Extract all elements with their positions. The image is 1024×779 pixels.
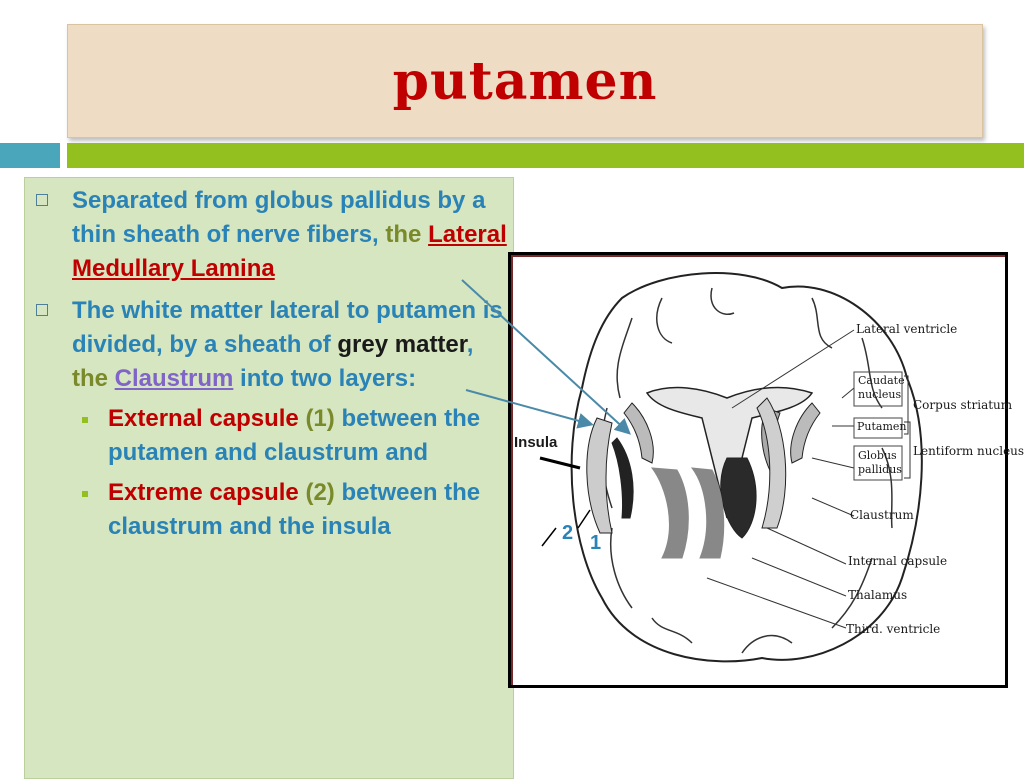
label-globus-pallidus: Globus pallidus [858,449,902,476]
caudate-label-box [853,371,903,407]
extreme-capsule-number: (2) [305,479,335,506]
sub-bullet-icon [82,491,88,497]
label-claustrum: Claustrum [850,508,914,522]
bullet-the: the [72,365,115,392]
right-globus-pallidus [720,457,757,539]
bullet-the: the [385,221,429,248]
label-internal-capsule: Internal capsule [848,554,948,568]
brain-diagram: Lateral ventricle Caudate nucleus Corpus… [512,258,1024,684]
putamen-label-box [853,417,903,439]
sub-bullet-text: between the claustrum and the insula [108,479,481,540]
insula-label: Insula [514,434,558,451]
right-putamen [756,397,787,529]
arrow-to-lamina [461,279,631,435]
brain-outline [570,272,923,663]
label-thalamus: Thalamus [848,588,908,602]
bullet-item: The white matter lateral to putamen is d… [30,294,510,544]
accent-bar-green [67,143,1024,168]
lentiform-bracket [904,421,911,479]
label-lateral-ventricle: Lateral ventricle [856,322,958,336]
sub-bullet-text: between the putamen and claustrum and [108,405,481,466]
capsule-number-1: 1 [590,532,602,554]
label-third-ventricle: Third. ventricle [846,622,941,636]
corpus-striatum-bracket [904,375,909,435]
content-panel [24,177,514,779]
bullet-list: Separated from globus pallidus by a thin… [30,184,510,552]
capsule-number-2: 2 [562,522,574,544]
sub-bullet-icon [82,417,88,423]
brain-section-drawing [539,272,923,663]
lateral-medullary-lamina-term: Lateral Medullary Lamina [72,221,507,282]
external-capsule-number: (1) [305,405,335,432]
capsule-pointer-2 [541,527,557,547]
title-box: putamen [67,24,983,138]
square-bullet-icon [36,194,48,206]
globus-label-box [853,445,903,481]
extreme-capsule-term: Extreme capsule [108,479,299,506]
lateral-ventricle-shape [645,386,814,519]
external-capsule-term: External capsule [108,405,299,432]
label-leader-lines [706,329,855,629]
label-lentiform-nucleus: Lentiform nucleus [913,444,1024,458]
capsule-pointer-1 [577,509,591,529]
label-corpus-striatum: Corpus striatum [913,398,1013,412]
claustrum-term: Claustrum [114,365,234,392]
right-thalamus [690,467,725,559]
insula-line [539,456,581,470]
bullet-text: The white matter lateral to putamen is d… [72,297,503,358]
grey-matter-text: grey matter [337,331,467,358]
slide-title: putamen [392,50,658,112]
sub-bullet-item: Extreme capsule (2) between the claustru… [30,476,510,544]
bullet-text-end: into two layers: [233,365,417,392]
accent-bar-teal [0,143,60,168]
right-caudate [790,402,821,464]
bullet-item: Separated from globus pallidus by a thin… [30,184,510,286]
left-globus-pallidus [611,437,634,519]
bullet-comma: , [466,331,474,358]
label-caudate-nucleus: Caudate nucleus [858,374,905,401]
sub-bullet-item: External capsule (1) between the putamen… [30,402,510,470]
left-putamen [586,417,613,534]
arrow-to-claustrum [465,389,594,429]
label-putamen: Putamen [857,420,907,433]
square-bullet-icon [36,304,48,316]
bullet-text: Separated from globus pallidus by a thin… [72,187,486,248]
left-thalamus [650,467,689,559]
